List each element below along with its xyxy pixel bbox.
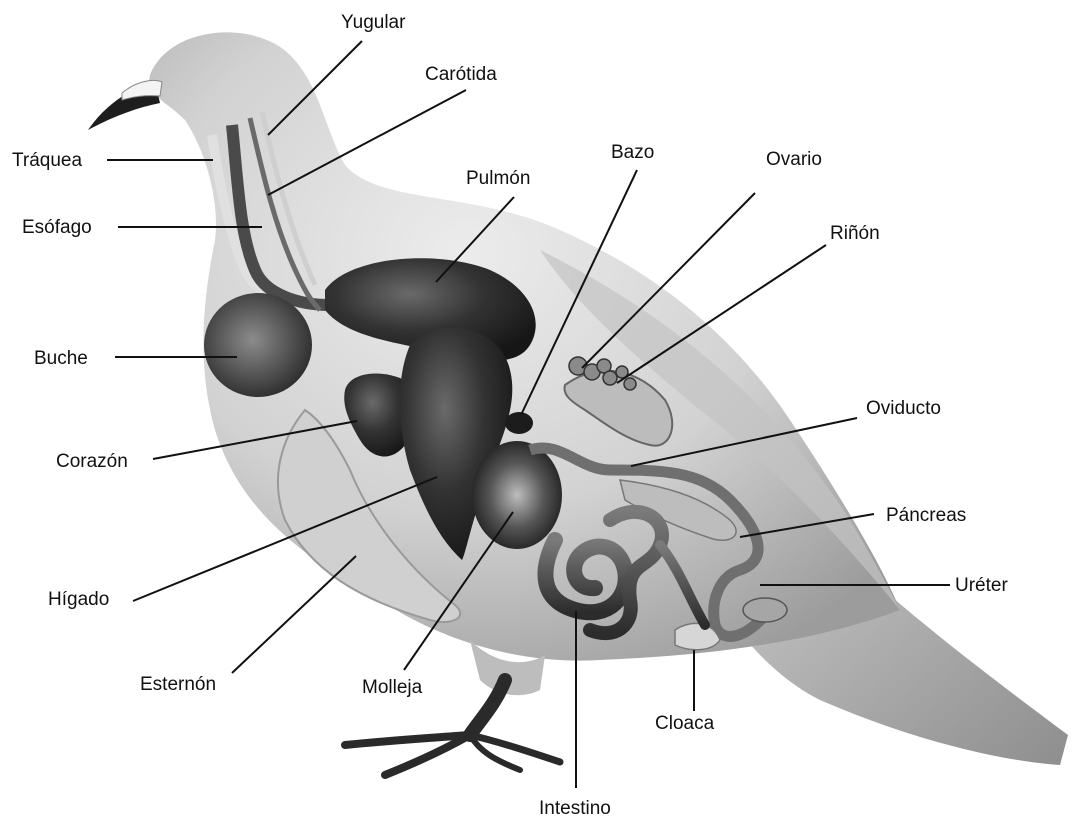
label-carotida: Carótida <box>425 64 497 85</box>
label-ureter: Uréter <box>955 575 1008 596</box>
label-pancreas: Páncreas <box>886 505 966 526</box>
label-intestino: Intestino <box>539 798 611 819</box>
label-corazon: Corazón <box>56 451 128 472</box>
label-buche: Buche <box>34 348 88 369</box>
label-traquea: Tráquea <box>12 150 82 171</box>
gizzard <box>472 441 562 549</box>
crop <box>204 293 312 397</box>
label-bazo: Bazo <box>611 142 654 163</box>
leader-esternon <box>232 556 356 673</box>
spleen <box>505 412 533 434</box>
label-higado: Hígado <box>48 589 109 610</box>
label-pulmon: Pulmón <box>466 168 530 189</box>
label-oviducto: Oviducto <box>866 398 941 419</box>
ureter-bulb <box>743 598 787 622</box>
label-rinon: Riñón <box>830 223 880 244</box>
label-yugular: Yugular <box>341 12 406 33</box>
label-cloaca: Cloaca <box>655 713 715 734</box>
label-ovario: Ovario <box>766 149 822 170</box>
head <box>88 80 162 130</box>
label-molleja: Molleja <box>362 677 423 698</box>
label-esternon: Esternón <box>140 674 216 695</box>
label-esofago: Esófago <box>22 217 92 238</box>
